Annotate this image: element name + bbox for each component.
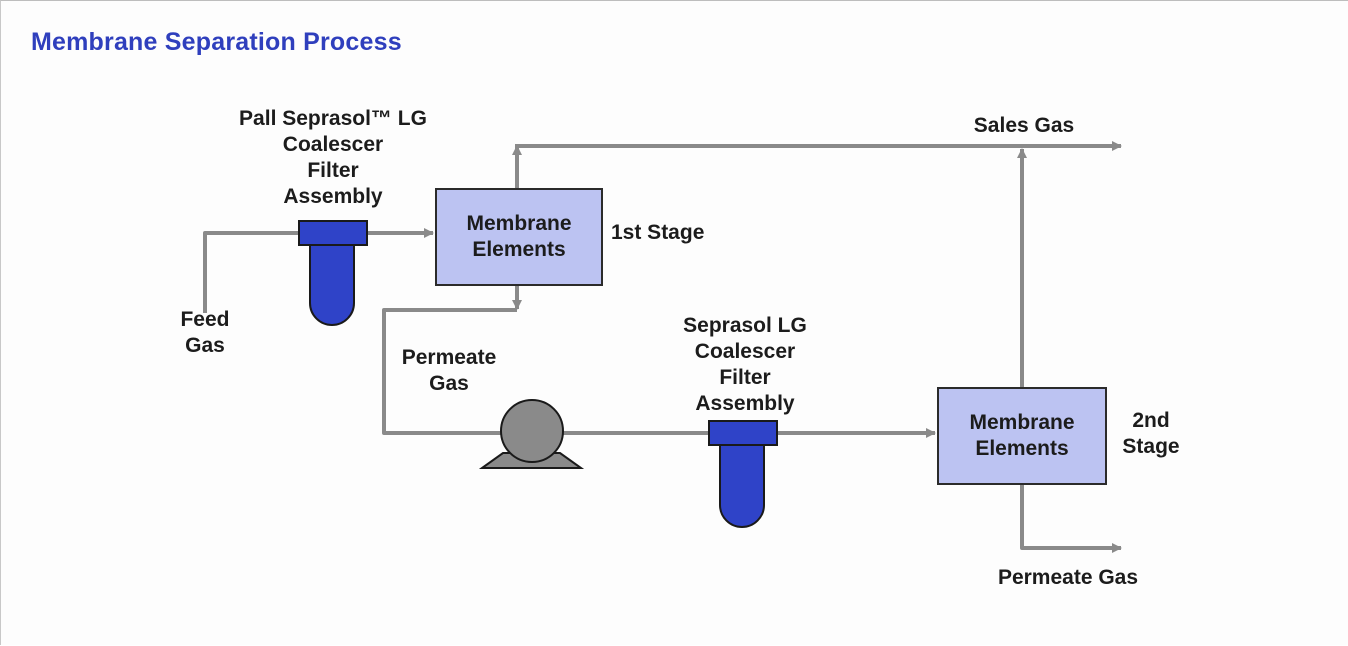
stage2-line1: 2nd <box>1132 409 1170 432</box>
membrane2-line2: Elements <box>975 437 1069 460</box>
permeate-gas-label-left: Permeate Gas <box>393 345 505 397</box>
filter2-line4: Assembly <box>695 392 795 415</box>
sales-gas-label: Sales Gas <box>973 114 1075 137</box>
stage2-label: 2nd Stage <box>1113 408 1189 460</box>
feed-gas-label: Feed Gas <box>169 307 241 359</box>
filter1-line3: Filter <box>307 159 359 182</box>
membrane-elements-stage2: Membrane Elements <box>937 387 1107 485</box>
permeate-gas-label-right: Permeate Gas <box>997 566 1139 589</box>
feed-gas-line1: Feed <box>180 308 230 331</box>
stage1-label: 1st Stage <box>611 221 705 244</box>
filter1-line4: Assembly <box>283 185 383 208</box>
membrane1-line2: Elements <box>472 238 566 261</box>
feed-gas-line2: Gas <box>185 334 225 357</box>
filter2-line3: Filter <box>719 366 771 389</box>
permeate-left-line1: Permeate <box>401 346 497 369</box>
compressor-pump-icon <box>478 399 585 469</box>
permeate-left-line2: Gas <box>429 372 469 395</box>
filter2-line2: Coalescer <box>694 340 796 363</box>
feed-gas-line <box>203 231 299 313</box>
stage2-line2: Stage <box>1122 435 1180 458</box>
filter1-line1: Pall Seprasol™ LG <box>239 107 427 130</box>
filter2-label: Seprasol LG Coalescer Filter Assembly <box>665 313 825 417</box>
coalescer-filter-icon <box>298 220 368 326</box>
page-title: Membrane Separation Process <box>31 28 402 56</box>
filter2-line1: Seprasol LG <box>683 314 807 337</box>
filter1-line2: Coalescer <box>282 133 384 156</box>
permeate-route-line <box>382 308 517 435</box>
membrane2-line1: Membrane <box>969 411 1075 434</box>
permeate-gas-out-line <box>1020 485 1122 553</box>
coalescer-filter-icon <box>708 420 778 528</box>
membrane1-line1: Membrane <box>466 212 572 235</box>
membrane-elements-stage1: Membrane Elements <box>435 188 603 286</box>
filter1-label: Pall Seprasol™ LG Coalescer Filter Assem… <box>233 106 433 210</box>
